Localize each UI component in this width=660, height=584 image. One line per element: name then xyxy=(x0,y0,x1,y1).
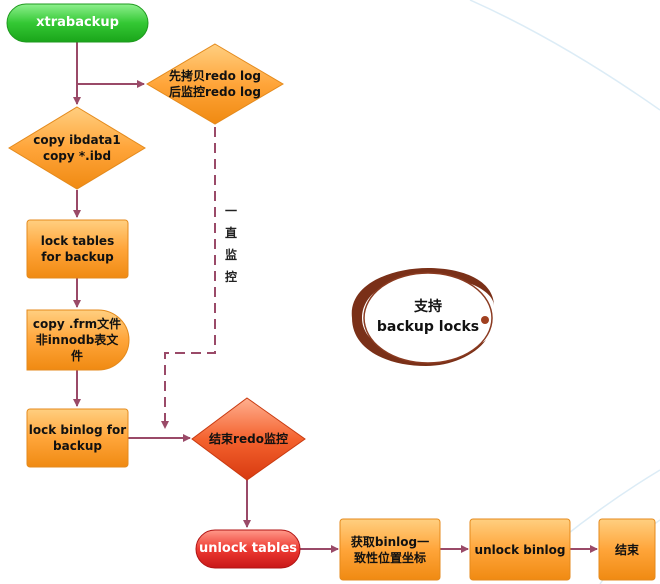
copy-redo-decision[interactable] xyxy=(146,43,284,125)
lock-binlog-box[interactable] xyxy=(26,408,129,468)
background-curve xyxy=(469,0,660,111)
copy-ibdata-decision[interactable] xyxy=(8,106,146,190)
get-binlog-box[interactable] xyxy=(339,518,441,581)
callout-bubble xyxy=(363,272,493,364)
unlock-tables-node[interactable] xyxy=(195,529,301,569)
background-curve xyxy=(559,469,660,541)
monitor-vertical-label: 一直监控 xyxy=(224,204,237,284)
end-redo-decision[interactable] xyxy=(191,397,306,481)
finish-box[interactable] xyxy=(598,518,656,581)
copy-frm-delay-box[interactable] xyxy=(26,309,130,371)
lock-tables-box[interactable] xyxy=(26,219,129,279)
monitor-dashed-connector xyxy=(161,127,216,429)
start-node[interactable] xyxy=(6,3,149,43)
unlock-binlog-box[interactable] xyxy=(469,518,571,581)
callout-dot xyxy=(481,316,489,324)
